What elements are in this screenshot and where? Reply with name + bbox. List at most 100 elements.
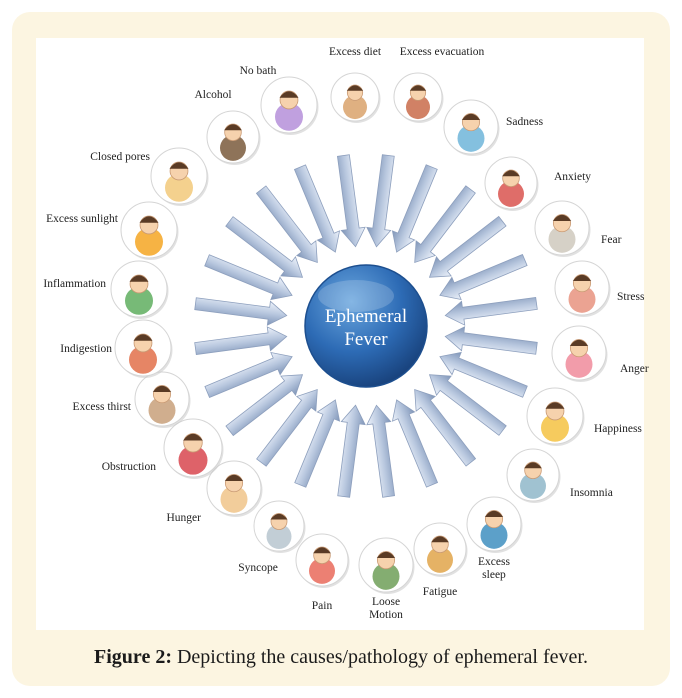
- alcohol-bottle-icon: [220, 123, 246, 161]
- arrow-shape: [366, 404, 395, 498]
- arrow-shape: [391, 399, 439, 488]
- cause-node: Happiness: [526, 387, 642, 446]
- arrow: [428, 374, 507, 436]
- cause-node: Excess evacuation: [393, 46, 485, 123]
- arrow-shape: [194, 297, 288, 326]
- cause-label: Loose: [372, 596, 400, 608]
- cause-label: Indigestion: [60, 343, 112, 355]
- cause-label: Alcohol: [194, 89, 231, 101]
- child-in-pain-icon: [309, 546, 335, 584]
- caption-text: Depicting the causes/pathology of epheme…: [176, 646, 588, 668]
- cause-label: Excess thirst: [73, 401, 132, 413]
- indigestion-person-icon: [129, 333, 157, 374]
- cause-node: Excess diet: [329, 46, 382, 123]
- center-node: Ephemeral Fever: [304, 264, 428, 388]
- arrow-shape: [428, 215, 507, 278]
- arrow-shape: [428, 374, 507, 436]
- arrow: [255, 185, 318, 264]
- arrow-shape: [391, 164, 438, 253]
- cause-node: Insomnia: [506, 448, 613, 503]
- awake-in-bed-icon: [520, 461, 546, 499]
- fainted-person-icon: [266, 513, 292, 549]
- arrow-shape: [414, 185, 476, 264]
- arrow: [414, 388, 477, 467]
- thirsty-person-icon: [148, 385, 176, 424]
- cause-label: Excess evacuation: [400, 46, 485, 58]
- tired-person-icon: [427, 535, 453, 573]
- cause-label: Sadness: [506, 116, 544, 128]
- cause-ring: Excess diet Excess evacuationSadnessAnxie…: [43, 46, 649, 621]
- anxious-child-icon: [498, 169, 524, 207]
- arrow: [256, 388, 318, 467]
- cause-node: Inflammation: [43, 260, 169, 319]
- arrow-shape: [366, 154, 395, 248]
- arrow: [444, 297, 538, 326]
- happy-girl-icon: [541, 401, 569, 442]
- cause-label: Excess: [478, 556, 510, 568]
- arrow-shape: [294, 399, 341, 488]
- hungry-child-icon: [220, 474, 248, 513]
- cause-node: Anger: [551, 325, 649, 382]
- arrow: [194, 326, 288, 355]
- cause-label: Pain: [312, 600, 333, 612]
- arrow: [294, 399, 341, 488]
- arrow: [391, 164, 438, 253]
- arrow: [293, 164, 341, 253]
- cause-node: Anxiety: [484, 156, 591, 211]
- arrow: [337, 404, 366, 498]
- caption-label: Figure 2:: [94, 646, 172, 668]
- cause-label: Happiness: [594, 423, 642, 435]
- cause-label: Motion: [369, 609, 403, 621]
- arrow: [194, 297, 288, 326]
- arrow-shape: [225, 374, 304, 437]
- sleeping-person-icon: [480, 510, 508, 549]
- angry-girl-icon: [565, 339, 593, 378]
- stomach-ache-child-icon: [372, 551, 400, 590]
- skin-pores-icon: [165, 161, 193, 202]
- center-title-line1: Ephemeral: [325, 306, 407, 327]
- arrow-shape: [255, 185, 318, 264]
- cause-node: Sadness: [443, 99, 544, 156]
- sun-exposure-icon: [135, 215, 163, 256]
- arrow-shape: [337, 404, 366, 498]
- cause-node: Fatigue: [413, 522, 468, 598]
- arrow-shape: [293, 164, 341, 253]
- scared-person-icon: [548, 214, 576, 253]
- cause-node: Alcohol: [194, 89, 261, 165]
- cause-label: No bath: [240, 65, 277, 77]
- cause-label: Closed pores: [90, 151, 150, 163]
- figure-caption: Figure 2: Depicting the causes/pathology…: [0, 646, 682, 669]
- cause-node: No bath: [240, 65, 319, 135]
- arrow-shape: [444, 297, 538, 326]
- stressed-woman-icon: [568, 274, 596, 313]
- cause-node: Syncope: [238, 500, 306, 574]
- food-plate-icon: [343, 84, 367, 120]
- arrow: [439, 351, 528, 398]
- arrow: [225, 374, 304, 437]
- cause-label: Excess sunlight: [46, 213, 119, 225]
- cause-label: Anger: [620, 363, 649, 375]
- cause-node: Indigestion: [60, 319, 173, 378]
- cause-node: Excess thirst: [73, 371, 191, 428]
- running-person-icon: [406, 84, 430, 120]
- blocked-vessel-icon: [178, 433, 208, 475]
- cause-node: Stress: [554, 260, 645, 317]
- cause-label: Insomnia: [570, 487, 613, 499]
- cause-label: sleep: [482, 569, 506, 581]
- arrow-shape: [256, 388, 318, 467]
- cause-label: Fear: [601, 234, 622, 246]
- arrow: [225, 216, 304, 278]
- shower-icon: [275, 90, 303, 131]
- cause-node: Obstruction: [102, 418, 224, 479]
- sad-child-icon: [457, 113, 485, 152]
- cause-node: Fear: [534, 200, 622, 257]
- arrow-shape: [337, 154, 366, 248]
- arrow-shape: [194, 326, 288, 355]
- arrow-shape: [439, 253, 528, 301]
- cause-label: Hunger: [167, 512, 202, 524]
- arrow: [391, 399, 439, 488]
- cause-label: Fatigue: [423, 586, 458, 598]
- cause-node: Excess sunlight: [46, 201, 179, 260]
